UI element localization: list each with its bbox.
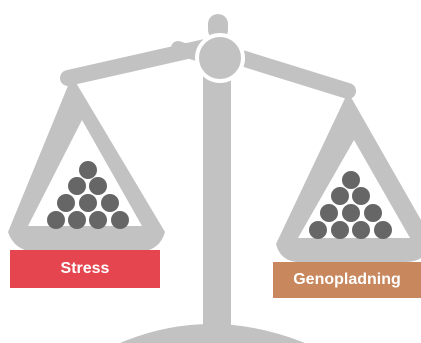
left-weights <box>47 161 129 229</box>
scale-pivot-inner <box>207 45 233 71</box>
scale-beam-right <box>224 47 356 99</box>
scale-post <box>203 50 231 343</box>
left-pan <box>8 76 165 252</box>
right-weights <box>309 171 392 239</box>
stress-label: Stress <box>10 250 160 288</box>
genopladning-label: Genopladning <box>273 262 421 298</box>
right-pan <box>276 92 421 262</box>
